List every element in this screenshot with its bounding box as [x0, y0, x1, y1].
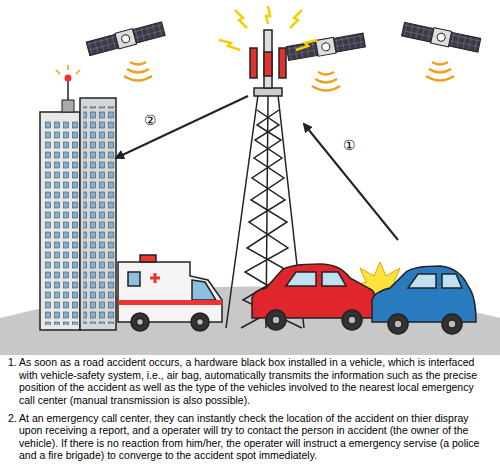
satellite [401, 21, 481, 53]
blue-car [372, 266, 476, 334]
ambulance [118, 255, 222, 331]
note-paragraph: 1. As soon as a road accident occurs, a … [8, 356, 492, 406]
satellite [286, 32, 366, 61]
emergency-center-building [40, 65, 116, 330]
callout-number: ① [342, 138, 357, 152]
signal-waves [124, 62, 454, 91]
dispatch-arrow [116, 96, 248, 158]
red-car [252, 264, 378, 330]
note-paragraph: 2. At an emergency call center, they can… [8, 412, 492, 462]
callout-number: ② [143, 113, 158, 127]
radio-bolts [219, 6, 317, 50]
transmission-arrow [304, 124, 398, 240]
satellite [86, 21, 165, 57]
